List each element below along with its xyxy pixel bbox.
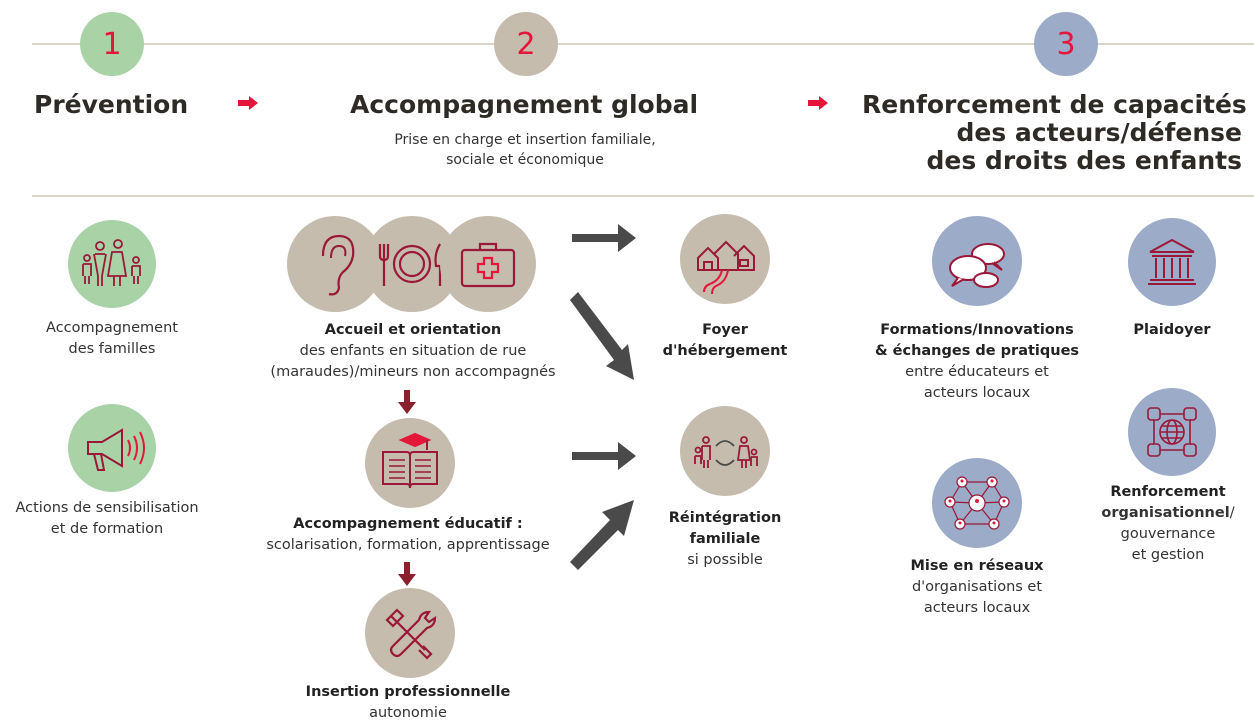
phase-2-title: Accompagnement global — [350, 90, 699, 119]
reintegration-label: Réintégration familiale si possible — [668, 510, 782, 568]
advocacy-label: Plaidoyer — [1133, 322, 1211, 338]
education-label: Accompagnement éducatif : scolarisation,… — [266, 516, 550, 553]
family-icon-circle — [68, 220, 156, 308]
first-aid-icon — [460, 242, 516, 288]
first-aid-icon-circle — [440, 216, 536, 312]
phase-arrow-icon — [238, 96, 258, 110]
reunion-icon-circle — [680, 406, 770, 496]
phase-2-subtitle: Prise en charge et insertion familiale, … — [394, 132, 656, 168]
flow-arrow-down-icon — [398, 562, 416, 586]
phase-2-badge: 2 — [494, 12, 558, 76]
network-label: Mise en réseaux d'organisations et acteu… — [910, 558, 1044, 616]
ear-icon-circle — [287, 216, 383, 312]
houses-icon-circle — [680, 214, 770, 304]
families-label: Accompagnement des familles — [46, 320, 178, 357]
houses-icon — [697, 240, 755, 295]
flow-arrow-down-icon — [398, 390, 416, 414]
flow-arrow-diagonal-icon — [570, 292, 634, 380]
flow-arrow-diagonal-icon — [570, 500, 634, 570]
megaphone-icon-circle — [68, 404, 156, 492]
phase-3-badge: 3 — [1034, 12, 1098, 76]
megaphone-icon — [87, 428, 145, 471]
speech-bubbles-icon-circle — [932, 216, 1022, 306]
book-icon-circle — [365, 418, 455, 508]
phase-1-title: Prévention — [34, 90, 189, 119]
reunion-icon — [694, 436, 758, 468]
flow-arrow-right-icon — [572, 224, 636, 252]
institution-icon — [1148, 238, 1196, 285]
phase-arrow-icon — [808, 96, 828, 110]
flow-arrow-right-icon — [572, 442, 636, 470]
book-icon — [382, 432, 438, 489]
globe-people-icon-circle — [1128, 388, 1216, 476]
phase-3-title: Renforcement de capacités des acteurs/dé… — [862, 90, 1247, 175]
institution-icon-circle — [1128, 218, 1216, 306]
speech-bubbles-icon — [949, 243, 1005, 288]
awareness-label: Actions de sensibilisation et de formati… — [15, 500, 199, 537]
tools-icon-circle — [365, 588, 455, 678]
header-divider-bottom — [32, 195, 1254, 197]
reception-label: Accueil et orientation des enfants en si… — [270, 322, 556, 380]
shelter-label: Foyer d'hébergement — [662, 322, 788, 359]
plate-icon — [378, 243, 442, 286]
tools-icon — [385, 608, 437, 660]
phase-1-badge: 1 — [80, 12, 144, 76]
ear-icon — [321, 234, 355, 296]
training-label: Formations/Innovations & échanges de pra… — [874, 322, 1080, 401]
header-divider-top — [32, 43, 1254, 45]
flow-arrows — [570, 224, 636, 570]
organisational-label: Renforcement organisationnel/ gouvernanc… — [1101, 484, 1235, 563]
network-icon — [944, 476, 1010, 530]
globe-people-icon — [1147, 407, 1197, 457]
family-icon — [82, 239, 141, 286]
network-icon-circle — [932, 458, 1022, 548]
professional-label: Insertion professionnelle autonomie — [305, 684, 511, 721]
